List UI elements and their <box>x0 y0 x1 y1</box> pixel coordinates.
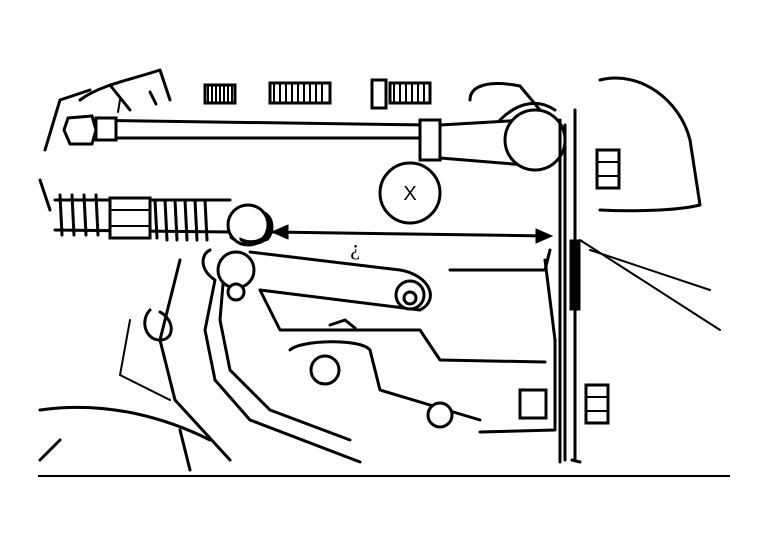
callout-x: X <box>378 161 442 225</box>
mounting-bolts <box>518 148 621 425</box>
callout-x-label: X <box>403 183 416 205</box>
lever-bracket <box>158 248 557 464</box>
lower-rod-spring-assembly <box>53 193 274 247</box>
side-plate <box>558 118 582 464</box>
upper-rod-assembly <box>62 101 567 172</box>
threaded-studs <box>203 78 432 110</box>
engine-casting-outline <box>38 68 721 472</box>
dimension-arrow: ? <box>270 224 554 265</box>
dimension-label: ? <box>350 240 360 265</box>
